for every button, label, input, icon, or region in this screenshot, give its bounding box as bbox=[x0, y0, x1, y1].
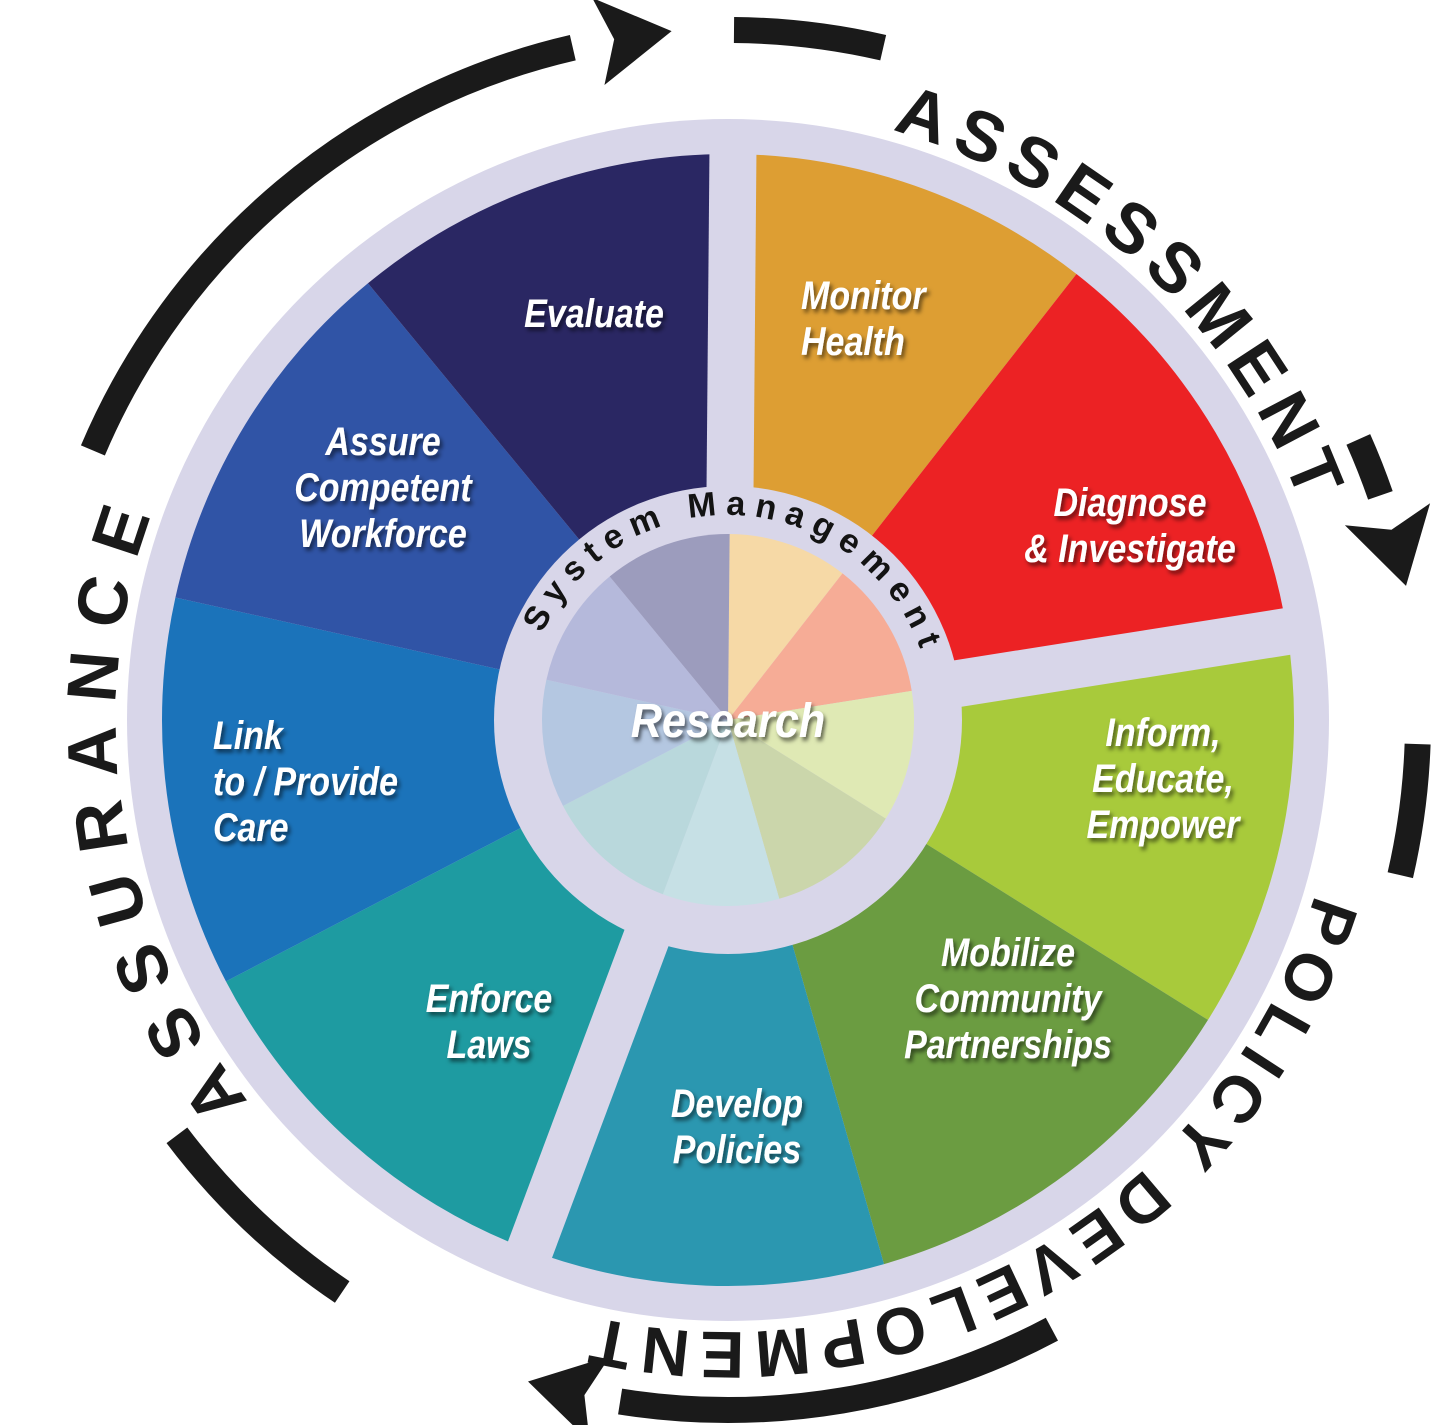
group-divider bbox=[498, 917, 673, 1283]
segment-label-text: Link bbox=[213, 712, 285, 757]
segment-label-text: to / Provide bbox=[213, 758, 398, 803]
segment-label-text: Enforce bbox=[426, 975, 553, 1020]
center-label-text: Research bbox=[631, 694, 826, 748]
segment-label-line: Assure bbox=[324, 418, 440, 463]
segment-diagnose-investigate bbox=[871, 273, 1288, 684]
segment-label-text: Mobilize bbox=[941, 929, 1075, 974]
segment-label-text: Monitor bbox=[801, 272, 928, 317]
segment-label-line: Workforce bbox=[299, 510, 466, 555]
segment-inform-educate-empower-tint bbox=[728, 690, 914, 819]
segment-mobilize-community-partnerships bbox=[792, 843, 1208, 1265]
segment-inform-educate-empower bbox=[925, 631, 1294, 1020]
segment-label-line: to / Provide bbox=[213, 758, 398, 803]
segment-label-line: Mobilize bbox=[941, 929, 1075, 974]
segment-label-text: Diagnose bbox=[1054, 479, 1207, 524]
segment-label-text: Care bbox=[213, 804, 289, 849]
segment-label-text: Health bbox=[801, 318, 905, 363]
segment-monitor-health bbox=[730, 154, 1077, 537]
segment-label-line: Competent bbox=[294, 464, 473, 509]
segment-label-line: Community bbox=[915, 975, 1104, 1020]
segment-label-line: Educate, bbox=[1092, 755, 1234, 800]
segment-label-line: Laws bbox=[446, 1021, 531, 1066]
segment-label-text: Evaluate bbox=[524, 290, 664, 335]
arrow-head-icon bbox=[1344, 503, 1431, 586]
segment-diagnose-investigate-tint bbox=[728, 573, 912, 720]
segment-label-line: Inform, bbox=[1105, 709, 1220, 754]
cycle-arrow-arc-policy-lead bbox=[1387, 743, 1431, 879]
segment-link-provide-care-tint bbox=[542, 679, 728, 806]
segment-label-line: Policies bbox=[673, 1126, 801, 1171]
segment-label-text: Partnerships bbox=[904, 1021, 1112, 1066]
segment-label-text: & Investigate bbox=[1024, 525, 1236, 570]
segment-label-line: Monitor bbox=[801, 272, 928, 317]
segment-assure-competent-workforce-tint bbox=[546, 576, 728, 720]
segment-label-text: Empower bbox=[1087, 801, 1242, 846]
segment-label-line: Enforce bbox=[426, 975, 553, 1020]
segment-label-text: Develop bbox=[671, 1080, 803, 1125]
segment-label-text: Inform, bbox=[1105, 709, 1220, 754]
segment-evaluate-tint bbox=[609, 534, 730, 720]
segment-label-line: Link bbox=[213, 712, 285, 757]
cycle-arrow-arc-assessment bbox=[1346, 434, 1393, 500]
arrow-head-icon bbox=[528, 1356, 611, 1425]
group-divider bbox=[706, 127, 757, 501]
segment-diagnose-investigate-label: Diagnose& Investigate bbox=[1024, 479, 1236, 570]
segment-enforce-laws bbox=[225, 827, 647, 1251]
segment-label-line: Health bbox=[801, 318, 905, 363]
group-divider bbox=[941, 604, 1317, 709]
segment-enforce-laws-tint bbox=[563, 720, 728, 895]
segment-label-line: Empower bbox=[1087, 801, 1242, 846]
cycle-arrow-arc-assessment-lead bbox=[733, 17, 887, 61]
center-label: Research bbox=[631, 694, 826, 748]
segment-label-text: Workforce bbox=[299, 510, 466, 555]
segment-label-line: & Investigate bbox=[1024, 525, 1236, 570]
segment-label-line: Partnerships bbox=[904, 1021, 1112, 1066]
segment-inform-educate-empower-label: Inform,Educate,Empower bbox=[1087, 709, 1242, 846]
segment-monitor-health-tint bbox=[728, 534, 843, 720]
segment-assure-competent-workforce bbox=[175, 283, 580, 670]
segment-develop-policies-tint bbox=[662, 720, 780, 906]
segment-evaluate-label: Evaluate bbox=[524, 290, 664, 335]
segment-label-line: Diagnose bbox=[1054, 479, 1207, 524]
segment-label-text: Educate, bbox=[1092, 755, 1234, 800]
segment-label-text: Community bbox=[915, 975, 1104, 1020]
segment-label-text: Laws bbox=[446, 1021, 531, 1066]
segment-label-text: Assure bbox=[324, 418, 440, 463]
cycle-arrow-arc-assurance bbox=[80, 35, 576, 456]
segment-label-line: Develop bbox=[671, 1080, 803, 1125]
cycle-arrow-arc-policy bbox=[618, 1317, 1058, 1423]
segment-label-text: Competent bbox=[294, 464, 473, 509]
segment-label-text: Policies bbox=[673, 1126, 801, 1171]
segment-mobilize-community-partnerships-tint bbox=[728, 720, 886, 899]
segment-label-line: Evaluate bbox=[524, 290, 664, 335]
cycle-arrow-arc-assurance-tail bbox=[166, 1127, 350, 1303]
segment-label-line: Care bbox=[213, 804, 289, 849]
segment-link-provide-care bbox=[161, 597, 522, 982]
arrow-head-icon bbox=[592, 0, 672, 86]
segment-evaluate bbox=[367, 154, 733, 541]
